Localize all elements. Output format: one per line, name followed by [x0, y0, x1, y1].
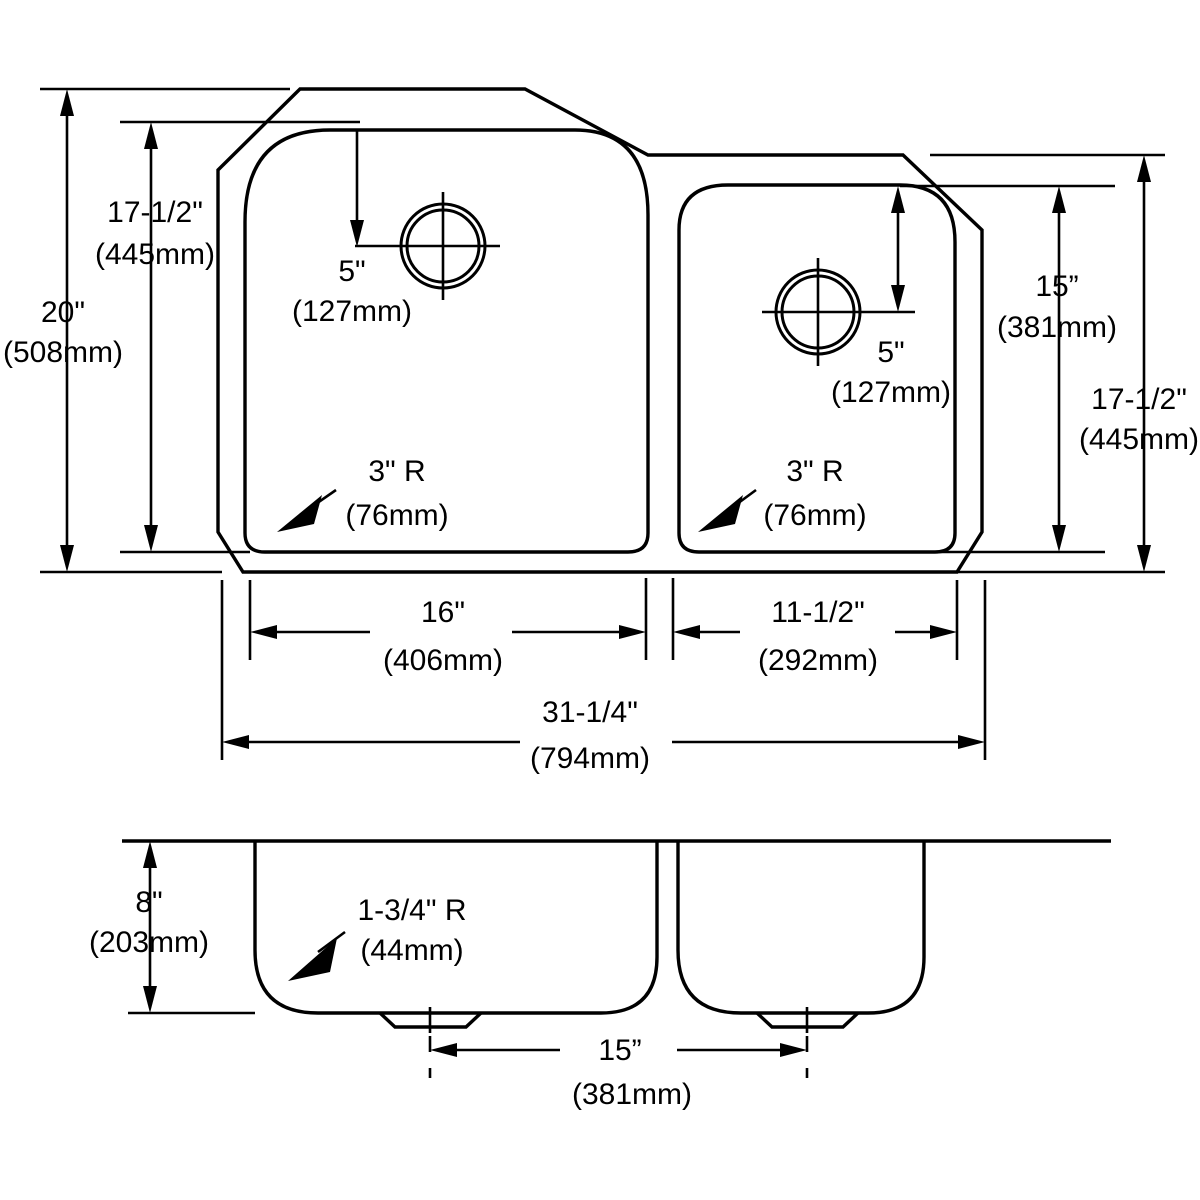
- callout-left-bowl-radius-group: 3" R (76mm): [277, 455, 449, 532]
- dim-drain-spacing-metric: (381mm): [572, 1078, 692, 1111]
- arrow-right-bowl-height-top: [1052, 186, 1066, 213]
- dim-left-drain-offset-imperial: 5": [338, 255, 365, 288]
- callout-right-bowl-radius-group: 3" R (76mm): [698, 455, 867, 532]
- dim-right-bowl-width-group: 11-1/2" (292mm): [671, 578, 959, 677]
- arrow-overall-width-right: [958, 735, 985, 749]
- arrow-right-drain-offset-bottom: [891, 285, 905, 312]
- left-drain-group: [355, 192, 500, 300]
- arrow-elevation-depth-top: [143, 841, 157, 868]
- callout-right-bowl-radius-imperial: 3" R: [786, 455, 843, 488]
- sink-outer-outline: [216, 87, 984, 574]
- dim-overall-height-metric: (508mm): [3, 336, 123, 369]
- left-bowl-group: [243, 128, 650, 554]
- arrow-left-bowl-height-top: [144, 122, 158, 149]
- dim-right-drain-offset-metric: (127mm): [831, 376, 951, 409]
- arrow-right-overall-height-top: [1137, 155, 1151, 182]
- arrow-overall-width-left: [222, 735, 249, 749]
- arrow-drain-spacing-right: [780, 1043, 807, 1057]
- callout-elevation-radius-imperial: 1-3/4" R: [357, 894, 466, 927]
- dim-left-bowl-width-metric: (406mm): [383, 644, 503, 677]
- dim-left-bowl-height-imperial: 17-1/2": [107, 196, 203, 229]
- dim-right-bowl-width-metric: (292mm): [758, 644, 878, 677]
- dim-left-bowl-width-imperial: 16": [421, 596, 465, 629]
- top-view-outline-group: [216, 87, 984, 574]
- arrow-left-bowl-radius: [277, 495, 322, 532]
- arrow-elevation-radius: [288, 938, 337, 981]
- arrow-left-drain-offset-bottom: [350, 220, 364, 247]
- arrow-elevation-depth-bottom: [143, 986, 157, 1013]
- callout-left-bowl-radius-imperial: 3" R: [368, 455, 425, 488]
- arrow-right-bowl-height-bottom: [1052, 525, 1066, 552]
- dim-overall-height-imperial: 20": [41, 296, 85, 329]
- arrow-right-drain-offset-top: [891, 186, 905, 213]
- dim-right-bowl-width-imperial: 11-1/2": [771, 596, 865, 629]
- dim-left-bowl-height-metric: (445mm): [95, 238, 215, 271]
- right-drain-group: [762, 258, 915, 366]
- arrow-left-bowl-height-bottom: [144, 525, 158, 552]
- right-bowl-outline: [677, 183, 957, 554]
- arrow-right-bowl-width-left: [673, 625, 700, 639]
- arrow-drain-spacing-left: [430, 1043, 457, 1057]
- dim-left-bowl-height-group: 17-1/2" (445mm): [95, 120, 360, 554]
- dim-right-drain-offset-group: 5" (127mm): [831, 186, 951, 409]
- dim-left-bowl-width-group: 16" (406mm): [248, 578, 648, 677]
- callout-right-bowl-radius-metric: (76mm): [763, 499, 866, 532]
- dim-left-drain-offset-group: 5" (127mm): [292, 131, 412, 328]
- dim-overall-width-group: 31-1/4" (794mm): [220, 580, 987, 775]
- callout-elevation-radius-metric: (44mm): [360, 934, 463, 967]
- elevation-right-bowl-profile: [676, 841, 926, 1015]
- dim-left-drain-offset-metric: (127mm): [292, 295, 412, 328]
- leader-line-elevation-radius: [317, 930, 346, 954]
- dim-right-overall-height-imperial: 17-1/2": [1091, 383, 1187, 416]
- elevation-left-bowl-profile: [253, 841, 659, 1015]
- dim-overall-width-imperial: 31-1/4": [542, 696, 638, 729]
- arrow-right-bowl-width-right: [930, 625, 957, 639]
- dim-overall-width-metric: (794mm): [530, 742, 650, 775]
- callout-left-bowl-radius-metric: (76mm): [345, 499, 448, 532]
- arrow-right-overall-height-bottom: [1137, 545, 1151, 572]
- dim-right-overall-height-metric: (445mm): [1079, 423, 1199, 456]
- dim-right-overall-height-group: 17-1/2" (445mm): [930, 153, 1199, 574]
- dim-right-bowl-height-group: 15” (381mm): [900, 184, 1117, 554]
- dim-right-bowl-height-metric: (381mm): [997, 311, 1117, 344]
- arrow-left-bowl-width-left: [250, 625, 277, 639]
- arrow-left-bowl-width-right: [619, 625, 646, 639]
- dim-drain-spacing-imperial: 15”: [598, 1034, 641, 1067]
- left-bowl-outline: [243, 128, 650, 554]
- arrow-right-bowl-radius: [698, 495, 743, 532]
- dim-right-bowl-height-imperial: 15”: [1035, 270, 1078, 303]
- dim-overall-height-group: 20" (508mm): [3, 87, 290, 574]
- dim-elevation-depth-metric: (203mm): [89, 926, 209, 959]
- dim-elevation-depth-imperial: 8": [135, 886, 162, 919]
- right-bowl-group: [677, 183, 957, 554]
- arrow-overall-height-top: [60, 89, 74, 116]
- elevation-view-group: 8" (203mm) 1-3/4" R (44mm) 15” (381mm): [89, 839, 1111, 1111]
- arrow-overall-height-bottom: [60, 545, 74, 572]
- dim-right-drain-offset-imperial: 5": [877, 336, 904, 369]
